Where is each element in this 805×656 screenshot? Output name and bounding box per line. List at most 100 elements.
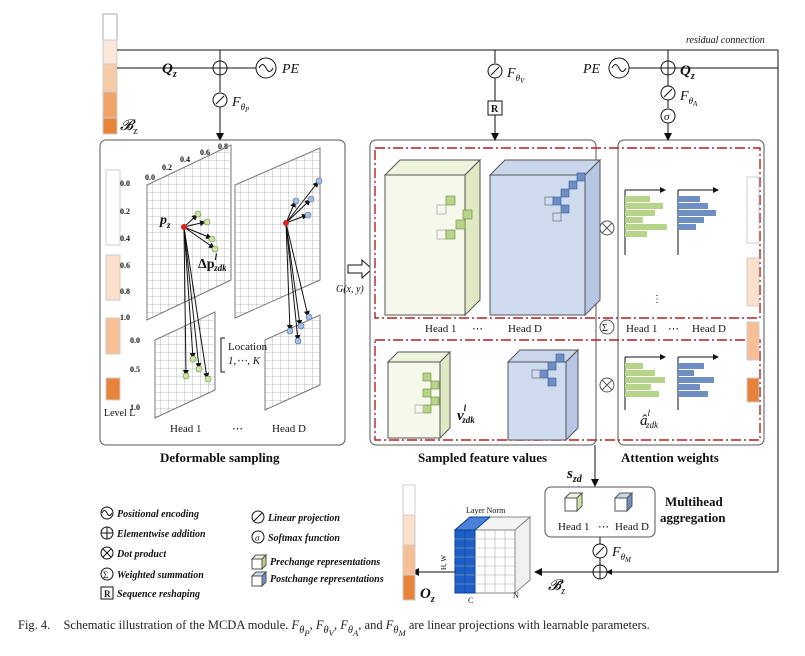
svg-text:1.0: 1.0 <box>120 313 130 322</box>
svg-text:0.6: 0.6 <box>200 148 210 157</box>
svg-text:0.2: 0.2 <box>162 163 172 172</box>
svg-text:0.4: 0.4 <box>180 155 190 164</box>
sampled-title: Sampled feature values <box>418 450 547 465</box>
sampled-headd-label: Head D <box>508 323 542 335</box>
attention-bars-head1-bottom <box>624 354 666 410</box>
pz-label: pz <box>159 213 171 230</box>
attention-weights-panel <box>617 139 765 446</box>
f-theta-a-label: FθA <box>679 89 698 108</box>
g-label: G(x, y) <box>336 284 364 295</box>
svg-text:1.0: 1.0 <box>130 403 140 412</box>
axis-hw: H, W <box>440 555 448 570</box>
reshape-letter: R <box>491 104 499 115</box>
dot-product-icon-bottom <box>599 377 615 393</box>
caption-fa: FθA <box>340 618 359 638</box>
qz-right-label: Qz <box>680 63 695 82</box>
head1-offsets <box>181 210 219 383</box>
legend-label-4: Sequence reshaping <box>117 589 200 600</box>
svg-text:0.0: 0.0 <box>120 179 130 188</box>
pe-right-label: PE <box>582 62 601 77</box>
f-theta-v-label: FθV <box>506 66 525 85</box>
location-bracket <box>220 337 225 373</box>
svg-text:0.0: 0.0 <box>130 336 140 345</box>
multihead-title-2: aggregation <box>660 510 726 525</box>
svg-text:Σ: Σ <box>602 323 608 334</box>
legend-green-cube-icon <box>250 553 268 571</box>
attention-title: Attention weights <box>621 450 719 465</box>
legend-label-6: Softmax function <box>268 533 340 544</box>
multihead-green-cube-icon <box>563 491 584 513</box>
weighted-sum-icon: Σ <box>599 319 615 335</box>
legend-slash-icon <box>251 510 265 524</box>
oz-label: Oz <box>420 586 435 605</box>
bz-label: 𝓑z <box>120 118 138 137</box>
caption-text: Schematic illustration of the MCDA modul… <box>63 618 289 632</box>
top-grid-ticks: 0.0 0.2 0.4 0.6 0.8 <box>145 142 228 182</box>
softmax-sigma: σ <box>664 111 670 123</box>
deform-dots: ⋯ <box>232 423 243 435</box>
mh-head1-label: Head 1 <box>558 521 589 533</box>
caption-fp: FθP <box>291 618 310 638</box>
level-scale: 0.0 0.2 0.4 0.6 0.8 1.0 0.0 0.5 1.0 <box>120 179 140 412</box>
attention-vdots: ⋮ <box>652 294 662 305</box>
s-zd-label: szd <box>566 466 583 485</box>
svg-text:0.5: 0.5 <box>130 365 140 374</box>
svg-text:0.4: 0.4 <box>120 234 130 243</box>
sampled-head1-label: Head 1 <box>425 323 456 335</box>
attn-head1-label: Head 1 <box>626 323 657 335</box>
legend-label-1: Elementwise addition <box>116 529 206 540</box>
figure-caption: Fig. 4. Schematic illustration of the MC… <box>18 618 798 638</box>
legend-label-3: Weighted summation <box>117 570 204 581</box>
dot-product-icon-top <box>599 220 615 236</box>
level-l-label: Level L <box>104 408 135 419</box>
caption-sep-2: , <box>333 618 341 632</box>
layernorm-cube <box>453 515 532 595</box>
g-arrow <box>347 258 373 280</box>
f-theta-p-label: FθP <box>231 95 250 114</box>
legend-wave-icon <box>100 506 114 520</box>
svg-text:0.2: 0.2 <box>120 207 130 216</box>
legend-sigma-icon: σ <box>251 530 265 544</box>
location-label: Location <box>228 341 268 353</box>
legend-label-2: Dot product <box>116 549 167 560</box>
qz-left-label: Qz <box>162 61 177 80</box>
svg-text:0.0: 0.0 <box>145 173 155 182</box>
mh-headd-label: Head D <box>615 521 649 533</box>
caption-tail: are linear projections with learnable pa… <box>408 618 650 632</box>
bottom-dashed-group <box>374 339 761 441</box>
caption-and: , and <box>358 618 386 632</box>
deformable-title: Deformable sampling <box>160 450 280 465</box>
blue-feature-block-bottom <box>506 348 580 442</box>
attn-headd-label: Head D <box>692 323 726 335</box>
legend-times-icon <box>100 546 114 560</box>
pe-left-label: PE <box>281 62 300 77</box>
svg-text:0.8: 0.8 <box>120 287 130 296</box>
svg-text:R: R <box>104 589 111 599</box>
deform-headd-label: Head D <box>272 423 306 435</box>
svg-text:Σ: Σ <box>103 570 108 580</box>
legend-label-0: Positional encoding <box>117 509 199 520</box>
location-range: 1,⋯, K <box>228 355 261 367</box>
blue-feature-block-top <box>488 158 602 317</box>
level-stack <box>105 169 121 401</box>
multihead-title-1: Multihead <box>665 494 724 509</box>
residual-label: residual connection <box>686 35 765 46</box>
legend-blue-cube-icon <box>250 570 268 588</box>
b-tilde-label: 𝓑̃z <box>548 578 565 597</box>
svg-text:0.6: 0.6 <box>120 261 130 270</box>
attn-dots: ⋯ <box>668 323 679 335</box>
layernorm-title: Layer Norm <box>466 506 506 515</box>
head1-grid-bottom <box>154 311 216 419</box>
caption-label: Fig. 4. <box>18 618 51 632</box>
attention-bars-headd-top <box>677 187 719 255</box>
attention-bars-head1-top <box>624 187 667 255</box>
attention-bars-headd-bottom <box>677 354 719 410</box>
input-bz-stack <box>102 13 118 135</box>
axis-c: C <box>468 596 473 605</box>
svg-text:0.8: 0.8 <box>218 142 228 151</box>
f-theta-m-label: FθM <box>611 545 632 564</box>
